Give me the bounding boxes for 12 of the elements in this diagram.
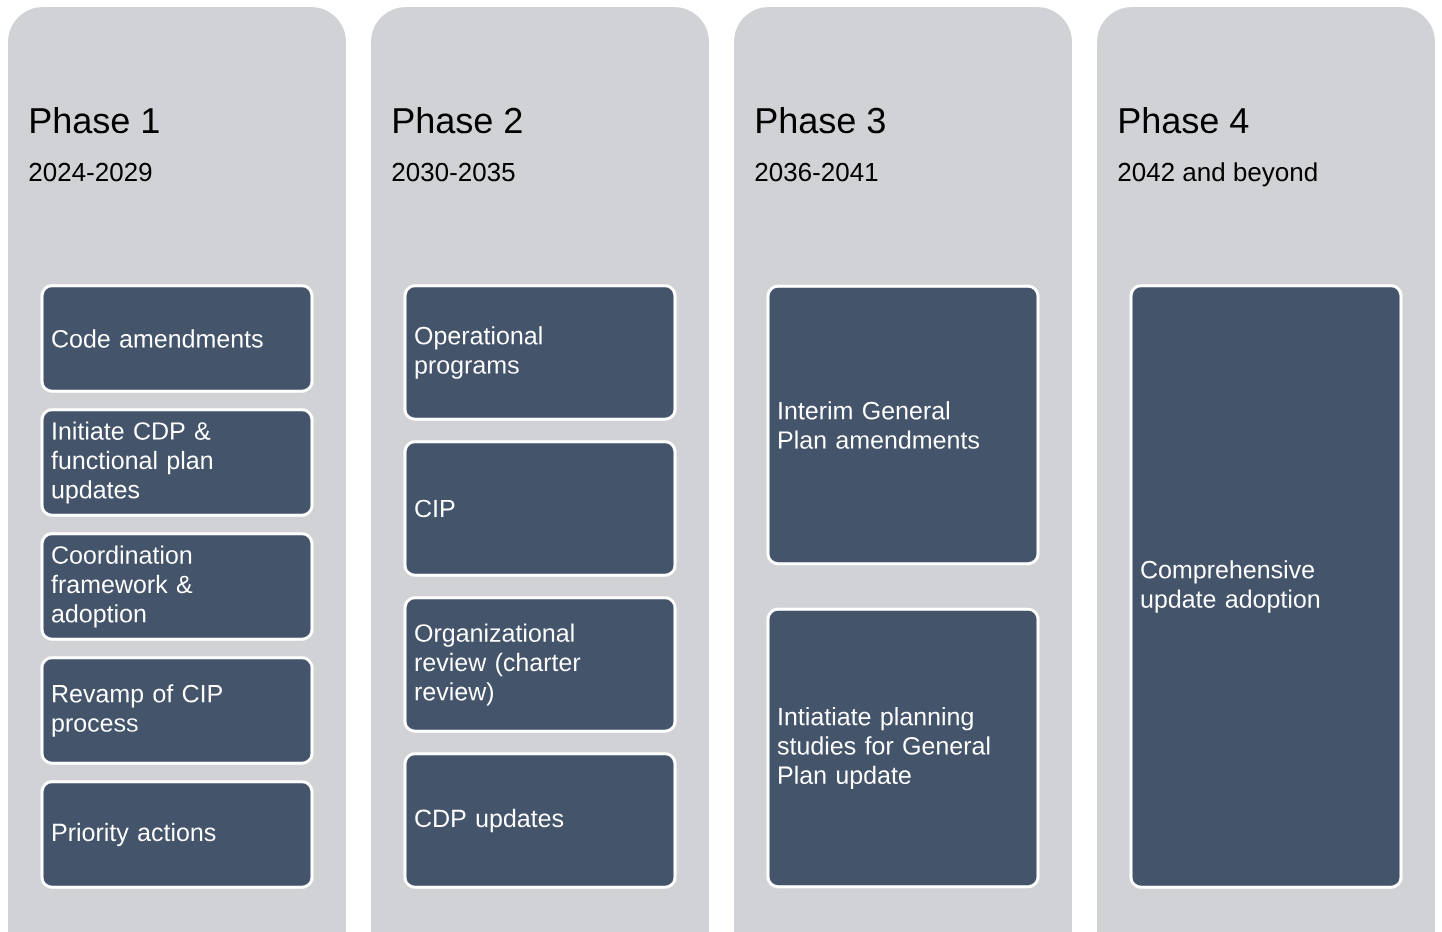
task-box: Revamp of CIP process [40,656,314,765]
task-box: CIP [403,440,677,577]
task-box: Intiatiate planning studies for General Plan update [766,607,1040,889]
task-box: Priority actions [40,780,314,889]
task-box: Organizational review (charter review) [403,596,677,733]
task-box: Comprehensive update adoption [1129,284,1403,889]
task-box: Initiate CDP & functional plan updates [40,408,314,517]
task-box: Operational programs [403,284,677,421]
task-box: Interim General Plan amendments [766,284,1040,566]
task-box: Code amendments [40,284,314,393]
task-box: CDP updates [403,752,677,889]
task-box: Coordination framework & adoption [40,532,314,641]
